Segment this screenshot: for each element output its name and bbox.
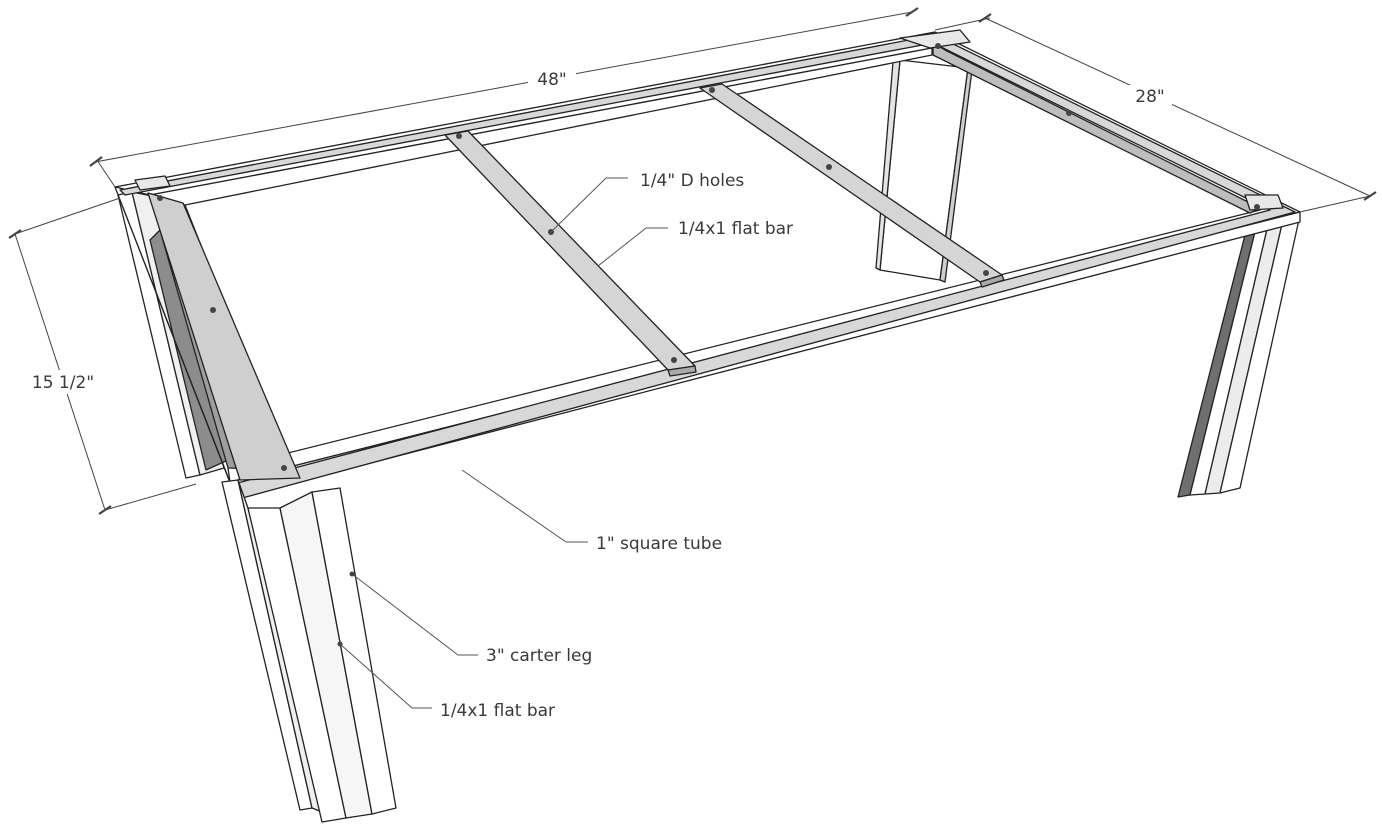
height-label: 15 1/2" [32, 373, 94, 393]
front-left-leg [221, 479, 397, 823]
drilled-holes [157, 43, 1260, 471]
dimension-width: 28" [934, 13, 1377, 213]
dimension-height: 15 1/2" [8, 197, 197, 515]
callout-holes: 1/4" D holes [550, 171, 744, 233]
dimension-length: 48" [89, 7, 919, 188]
corner-caps [134, 29, 1284, 211]
callout-top-flat-bar: 1/4x1 flat bar [597, 219, 793, 267]
callout-carter-leg: 3" carter leg [349, 571, 592, 666]
cross-bar-left [444, 130, 697, 377]
width-label: 28" [1135, 87, 1164, 107]
callout-carter-leg-label: 3" carter leg [486, 646, 592, 666]
callout-leg-flat-bar-label: 1/4x1 flat bar [440, 701, 555, 721]
square-tube-frame [114, 31, 1301, 499]
callout-square-tube-label: 1" square tube [596, 534, 722, 554]
length-label: 48" [537, 70, 566, 90]
callout-leg-flat-bar: 1/4x1 flat bar [337, 641, 555, 721]
right-front-leg [1177, 214, 1301, 498]
callout-holes-label: 1/4" D holes [640, 171, 744, 191]
callout-square-tube: 1" square tube [461, 469, 722, 554]
cross-bar-right [699, 83, 1005, 288]
callout-top-flat-bar-label: 1/4x1 flat bar [678, 219, 793, 239]
